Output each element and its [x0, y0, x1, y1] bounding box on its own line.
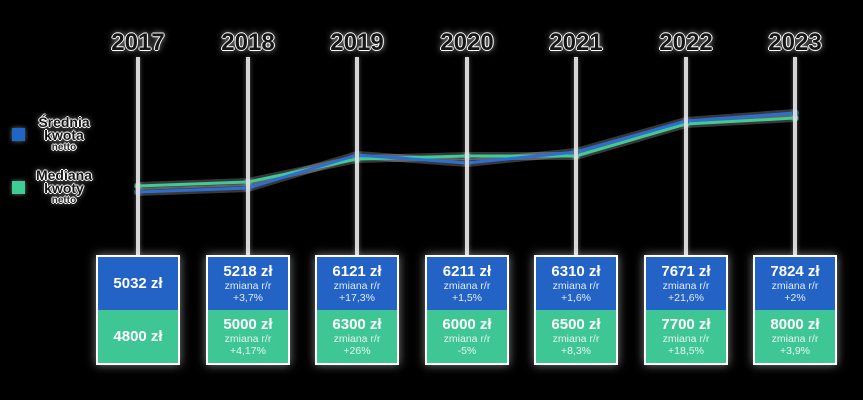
year-column: 2020 6211 zł zmiana r/r +1,5% 6000 zł zm…: [425, 29, 509, 365]
year-column: 2017 5032 zł 4800 zł: [96, 29, 180, 365]
legend-median-sub: netto: [51, 195, 77, 206]
median-change-value: +26%: [343, 345, 371, 357]
value-card: 5032 zł 4800 zł: [96, 255, 180, 365]
average-change-value: +3,7%: [232, 292, 264, 304]
median-cell: 4800 zł: [98, 310, 178, 363]
average-change-value: +2%: [784, 292, 806, 304]
median-change-label: zmiana r/r: [662, 333, 710, 345]
average-cell: 6211 zł zmiana r/r +1,5%: [427, 257, 507, 310]
median-change-label: zmiana r/r: [771, 333, 819, 345]
average-change-value: +21,6%: [668, 292, 704, 304]
median-change-value: -5%: [457, 345, 477, 357]
median-value: 6000 zł: [442, 316, 492, 333]
average-value: 6121 zł: [332, 263, 382, 280]
median-change-label: zmiana r/r: [333, 333, 381, 345]
median-value: 6500 zł: [551, 316, 601, 333]
average-cell: 5218 zł zmiana r/r +3,7%: [208, 257, 288, 310]
average-cell: 7671 zł zmiana r/r +21,6%: [646, 257, 726, 310]
median-change-value: +8,3%: [560, 345, 592, 357]
year-label: 2022: [659, 29, 713, 56]
year-column: 2021 6310 zł zmiana r/r +1,6% 6500 zł zm…: [534, 29, 618, 365]
median-cell: 6500 zł zmiana r/r +8,3%: [536, 310, 616, 363]
average-value: 5218 zł: [223, 263, 273, 280]
year-axis-line: [793, 57, 797, 255]
average-swatch-icon: [12, 128, 25, 141]
median-change-label: zmiana r/r: [552, 333, 600, 345]
average-value: 5032 zł: [113, 275, 163, 292]
value-card: 6310 zł zmiana r/r +1,6% 6500 zł zmiana …: [534, 255, 618, 365]
average-cell: 5032 zł: [98, 257, 178, 310]
median-value: 7700 zł: [661, 316, 711, 333]
average-change-value: +1,5%: [451, 292, 483, 304]
year-axis-line: [684, 57, 688, 255]
average-change-value: +1,6%: [560, 292, 592, 304]
legend-label-median: Mediana kwoty netto: [31, 167, 97, 206]
year-axis-line: [246, 57, 250, 255]
average-change-value: +17,3%: [339, 292, 375, 304]
year-label: 2021: [549, 29, 603, 56]
average-change-label: zmiana r/r: [662, 280, 710, 292]
median-change-value: +4,17%: [230, 345, 266, 357]
average-change-label: zmiana r/r: [552, 280, 600, 292]
year-label: 2018: [221, 29, 275, 56]
year-axis-line: [465, 57, 469, 255]
value-card: 5218 zł zmiana r/r +3,7% 5000 zł zmiana …: [206, 255, 290, 365]
year-label: 2019: [330, 29, 384, 56]
median-cell: 8000 zł zmiana r/r +3,9%: [755, 310, 835, 363]
year-column: 2022 7671 zł zmiana r/r +21,6% 7700 zł z…: [644, 29, 728, 365]
median-swatch-icon: [12, 181, 25, 194]
legend-median-line1: Mediana: [35, 167, 92, 183]
value-card: 7671 zł zmiana r/r +21,6% 7700 zł zmiana…: [644, 255, 728, 365]
median-change-value: +18,5%: [668, 345, 704, 357]
year-axis-line: [136, 57, 140, 255]
median-change-label: zmiana r/r: [224, 333, 272, 345]
average-value: 6211 zł: [442, 263, 492, 280]
value-card: 6121 zł zmiana r/r +17,3% 6300 zł zmiana…: [315, 255, 399, 365]
legend-average-line1: Średnia: [38, 114, 90, 130]
average-change-label: zmiana r/r: [771, 280, 819, 292]
median-change-value: +3,9%: [779, 345, 811, 357]
average-value: 6310 zł: [551, 263, 601, 280]
median-cell: 6000 zł zmiana r/r -5%: [427, 310, 507, 363]
year-label: 2017: [111, 29, 165, 56]
legend: Średnia kwota netto Mediana kwoty netto: [12, 114, 97, 222]
median-cell: 6300 zł zmiana r/r +26%: [317, 310, 397, 363]
legend-label-average: Średnia kwota netto: [31, 114, 97, 153]
median-value: 8000 zł: [770, 316, 820, 333]
year-column: 2023 7824 zł zmiana r/r +2% 8000 zł zmia…: [753, 29, 837, 365]
median-value: 4800 zł: [113, 328, 163, 345]
average-value: 7671 zł: [661, 263, 711, 280]
value-card: 6211 zł zmiana r/r +1,5% 6000 zł zmiana …: [425, 255, 509, 365]
average-cell: 7824 zł zmiana r/r +2%: [755, 257, 835, 310]
value-card: 7824 zł zmiana r/r +2% 8000 zł zmiana r/…: [753, 255, 837, 365]
median-value: 6300 zł: [332, 316, 382, 333]
year-axis-line: [355, 57, 359, 255]
year-label: 2023: [768, 29, 822, 56]
median-change-label: zmiana r/r: [443, 333, 491, 345]
median-cell: 5000 zł zmiana r/r +4,17%: [208, 310, 288, 363]
average-change-label: zmiana r/r: [443, 280, 491, 292]
legend-item-average: Średnia kwota netto: [12, 114, 97, 153]
year-column: 2018 5218 zł zmiana r/r +3,7% 5000 zł zm…: [206, 29, 290, 365]
legend-median-line2: kwoty: [44, 180, 84, 196]
legend-average-line2: kwota: [44, 127, 84, 143]
legend-item-median: Mediana kwoty netto: [12, 167, 97, 206]
year-column: 2019 6121 zł zmiana r/r +17,3% 6300 zł z…: [315, 29, 399, 365]
average-value: 7824 zł: [770, 263, 820, 280]
average-cell: 6121 zł zmiana r/r +17,3%: [317, 257, 397, 310]
median-value: 5000 zł: [223, 316, 273, 333]
average-cell: 6310 zł zmiana r/r +1,6%: [536, 257, 616, 310]
average-change-label: zmiana r/r: [333, 280, 381, 292]
year-label: 2020: [440, 29, 494, 56]
year-axis-line: [574, 57, 578, 255]
median-cell: 7700 zł zmiana r/r +18,5%: [646, 310, 726, 363]
average-change-label: zmiana r/r: [224, 280, 272, 292]
legend-average-sub: netto: [51, 142, 77, 153]
